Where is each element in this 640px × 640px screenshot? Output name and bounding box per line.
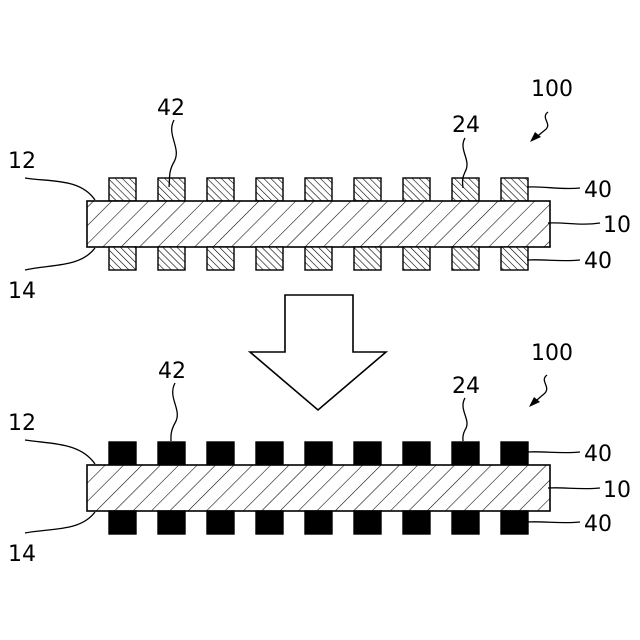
bottom-upper-pad-2 bbox=[158, 442, 185, 465]
top-upper-pad-1 bbox=[109, 178, 136, 201]
bottom-label-14: 14 bbox=[8, 542, 36, 567]
top-upper-pad-8 bbox=[452, 178, 479, 201]
bottom-label-40-upper: 40 bbox=[584, 442, 612, 467]
bottom-upper-pad-1 bbox=[109, 442, 136, 465]
top-label-40-lower: 40 bbox=[584, 249, 612, 274]
bottom-upper-pad-9 bbox=[501, 442, 528, 465]
bottom-lower-pads bbox=[109, 511, 528, 534]
top-label-24: 24 bbox=[452, 113, 480, 138]
top-leader-10 bbox=[548, 223, 600, 224]
bottom-lower-pad-7 bbox=[403, 511, 430, 534]
top-leader-42 bbox=[169, 120, 176, 187]
bottom-label-100: 100 bbox=[531, 341, 573, 366]
bottom-lower-pad-4 bbox=[256, 511, 283, 534]
bottom-upper-pad-6 bbox=[354, 442, 381, 465]
top-label-42: 42 bbox=[157, 96, 185, 121]
top-lower-pad-9 bbox=[501, 247, 528, 270]
top-lower-pad-5 bbox=[305, 247, 332, 270]
bottom-leader-12 bbox=[25, 440, 95, 464]
top-lower-pads bbox=[109, 247, 528, 270]
bottom-leader-40-upper bbox=[527, 452, 580, 453]
top-label-40-upper: 40 bbox=[584, 178, 612, 203]
top-upper-pad-5 bbox=[305, 178, 332, 201]
top-lower-pad-3 bbox=[207, 247, 234, 270]
bottom-lower-pad-9 bbox=[501, 511, 528, 534]
top-label-100: 100 bbox=[531, 77, 573, 102]
bottom-board bbox=[87, 465, 550, 511]
top-label-14: 14 bbox=[8, 279, 36, 304]
bottom-lower-pad-3 bbox=[207, 511, 234, 534]
bottom-lower-pad-2 bbox=[158, 511, 185, 534]
top-board bbox=[87, 201, 550, 247]
top-leader-14 bbox=[25, 248, 95, 270]
top-upper-pad-7 bbox=[403, 178, 430, 201]
top-diagram: 100 42 24 12 14 40 10 40 bbox=[8, 77, 631, 304]
bottom-leader-10 bbox=[548, 488, 600, 489]
top-upper-pad-2 bbox=[158, 178, 185, 201]
top-lower-pad-8 bbox=[452, 247, 479, 270]
bottom-upper-pad-5 bbox=[305, 442, 332, 465]
bottom-lower-pad-8 bbox=[452, 511, 479, 534]
bottom-lower-pad-5 bbox=[305, 511, 332, 534]
top-lower-pad-2 bbox=[158, 247, 185, 270]
top-leader-40-lower bbox=[527, 260, 580, 261]
top-lower-pad-6 bbox=[354, 247, 381, 270]
bottom-leader-24 bbox=[463, 398, 467, 441]
bottom-lower-pad-1 bbox=[109, 511, 136, 534]
top-label-12: 12 bbox=[8, 149, 36, 174]
bottom-label-42: 42 bbox=[158, 359, 186, 384]
bottom-upper-pads bbox=[109, 442, 528, 465]
bottom-label-12: 12 bbox=[8, 411, 36, 436]
bottom-label-10: 10 bbox=[603, 478, 631, 503]
bottom-upper-pad-7 bbox=[403, 442, 430, 465]
top-lower-pad-1 bbox=[109, 247, 136, 270]
bottom-leader-40-lower bbox=[527, 522, 580, 523]
bottom-lower-pad-6 bbox=[354, 511, 381, 534]
bottom-leader-42 bbox=[171, 383, 177, 441]
bottom-upper-pad-4 bbox=[256, 442, 283, 465]
bottom-leader-14 bbox=[25, 512, 95, 533]
top-upper-pad-6 bbox=[354, 178, 381, 201]
top-leader-12 bbox=[25, 178, 95, 200]
top-ref-100-arrowhead bbox=[530, 132, 541, 142]
top-lower-pad-4 bbox=[256, 247, 283, 270]
bottom-label-40-lower: 40 bbox=[584, 512, 612, 537]
top-upper-pad-9 bbox=[501, 178, 528, 201]
bottom-label-24: 24 bbox=[452, 374, 480, 399]
top-upper-pads bbox=[109, 178, 528, 201]
top-leader-40-upper bbox=[527, 187, 580, 189]
bottom-upper-pad-3 bbox=[207, 442, 234, 465]
transition-arrow bbox=[250, 295, 386, 410]
top-upper-pad-4 bbox=[256, 178, 283, 201]
top-upper-pad-3 bbox=[207, 178, 234, 201]
top-lower-pad-7 bbox=[403, 247, 430, 270]
bottom-upper-pad-8 bbox=[452, 442, 479, 465]
top-label-10: 10 bbox=[603, 213, 631, 238]
